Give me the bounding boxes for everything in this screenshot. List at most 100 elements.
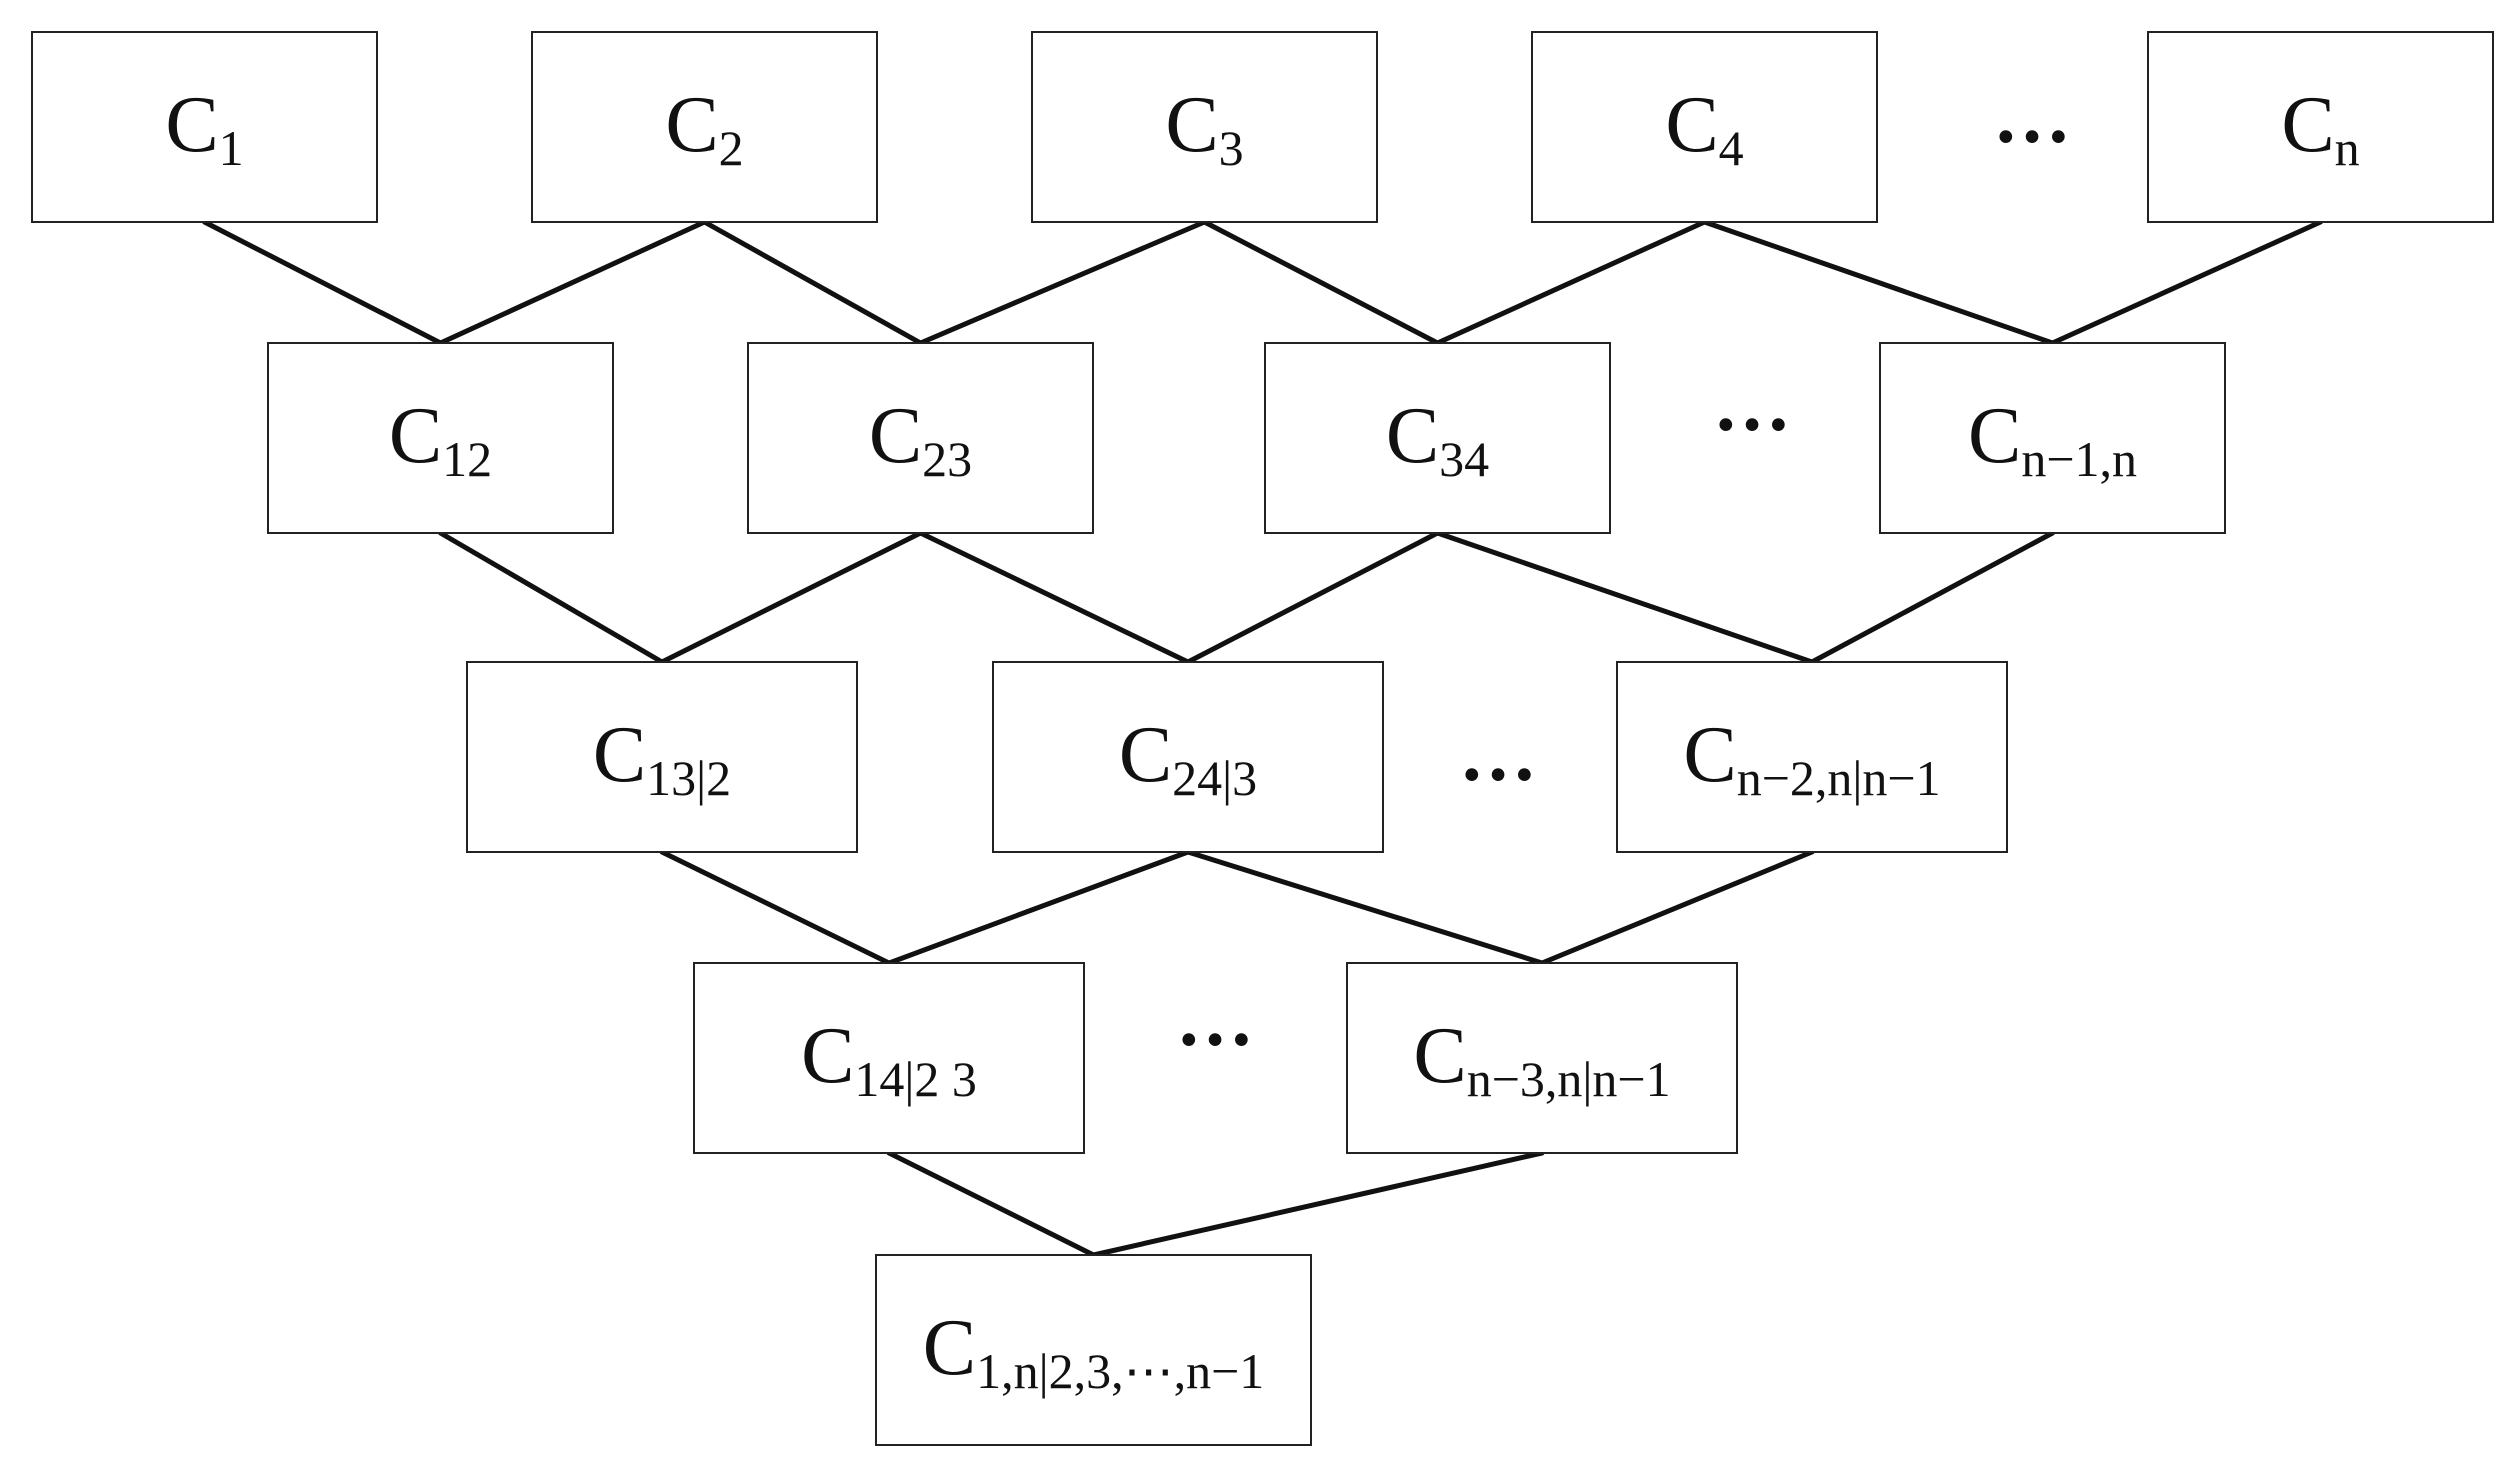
edge-nn2n-nn3n xyxy=(1539,849,1815,966)
node-label-subscript: 23 xyxy=(922,431,972,487)
node-nn1n: Cn−1,n xyxy=(1879,342,2226,534)
node-label-main: C xyxy=(869,392,922,480)
node-box xyxy=(1616,661,2008,853)
ellipsis-level-4: … xyxy=(1176,975,1254,1062)
node-label-subscript: n−2,n|n−1 xyxy=(1737,750,1941,806)
node-box xyxy=(2147,31,2494,223)
node-label: C24|3 xyxy=(1119,711,1257,806)
node-nn: Cn xyxy=(2147,31,2494,223)
node-n14_23: C14|2 3 xyxy=(693,962,1085,1154)
ellipsis-layer: ………… xyxy=(1176,72,2071,1062)
node-box xyxy=(992,661,1384,853)
node-label-subscript: 13|2 xyxy=(646,750,731,806)
edge-n3-n23 xyxy=(918,219,1207,346)
edge-n4-nn1n xyxy=(1702,219,2055,346)
node-n23: C23 xyxy=(747,342,1094,534)
edge-n34-nn2n xyxy=(1435,530,1815,665)
node-label-main: C xyxy=(665,81,718,169)
edge-n13_2-n14_23 xyxy=(659,849,892,966)
edge-n2-n23 xyxy=(702,219,923,346)
node-label-main: C xyxy=(389,392,442,480)
node-box xyxy=(1264,342,1611,534)
node-label-subscript: 1 xyxy=(219,120,244,176)
node-label-subscript: 14|2 3 xyxy=(854,1051,977,1107)
node-n2: C2 xyxy=(531,31,878,223)
edge-nn3n-n1n xyxy=(1091,1150,1545,1258)
node-label-subscript: 1,n|2,3,⋯,n−1 xyxy=(976,1343,1264,1399)
node-n24_3: C24|3 xyxy=(992,661,1384,853)
node-n1n: C1,n|2,3,⋯,n−1 xyxy=(875,1254,1312,1446)
node-label-main: C xyxy=(1165,81,1218,169)
node-label-subscript: 24|3 xyxy=(1172,750,1257,806)
node-label: C2 xyxy=(665,81,743,176)
edges-layer xyxy=(202,219,2323,1258)
node-box xyxy=(466,661,858,853)
edge-n14_23-n1n xyxy=(886,1150,1096,1258)
node-label-main: C xyxy=(1413,1012,1466,1100)
node-label: C1,n|2,3,⋯,n−1 xyxy=(923,1304,1265,1399)
node-label-subscript: n xyxy=(2335,120,2360,176)
node-label-subscript: 34 xyxy=(1439,431,1489,487)
edge-n23-n24_3 xyxy=(918,530,1191,665)
node-label-main: C xyxy=(593,711,646,799)
node-label-main: C xyxy=(1665,81,1718,169)
node-label: C23 xyxy=(869,392,972,487)
node-n1: C1 xyxy=(31,31,378,223)
node-nn2n: Cn−2,n|n−1 xyxy=(1616,661,2008,853)
edge-n24_3-n14_23 xyxy=(886,849,1191,966)
node-label-subscript: 12 xyxy=(442,431,492,487)
edge-n3-n34 xyxy=(1202,219,1440,346)
node-label-subscript: 2 xyxy=(719,120,744,176)
node-label: Cn−3,n|n−1 xyxy=(1413,1012,1670,1107)
edge-n24_3-nn3n xyxy=(1185,849,1545,966)
node-box xyxy=(1346,962,1738,1154)
node-n12: C12 xyxy=(267,342,614,534)
node-box xyxy=(1879,342,2226,534)
node-box xyxy=(875,1254,1312,1446)
edge-n12-n13_2 xyxy=(438,530,665,665)
edge-n4-n34 xyxy=(1435,219,1707,346)
node-label: C13|2 xyxy=(593,711,731,806)
node-box xyxy=(1531,31,1878,223)
node-nn3n: Cn−3,n|n−1 xyxy=(1346,962,1738,1154)
node-label-main: C xyxy=(923,1304,976,1392)
node-label-main: C xyxy=(1683,711,1736,799)
edge-n2-n12 xyxy=(438,219,707,346)
node-label: C12 xyxy=(389,392,492,487)
node-label-subscript: 3 xyxy=(1219,120,1244,176)
node-label-main: C xyxy=(1968,392,2021,480)
node-label: Cn xyxy=(2281,81,2359,176)
edge-n1-n12 xyxy=(202,219,443,346)
node-box xyxy=(531,31,878,223)
node-box xyxy=(693,962,1085,1154)
node-label: Cn−1,n xyxy=(1968,392,2137,487)
ellipsis-level-1: … xyxy=(1993,72,2071,159)
node-label-main: C xyxy=(165,81,218,169)
node-box xyxy=(1031,31,1378,223)
edge-nn-nn1n xyxy=(2050,219,2323,346)
edge-n23-n13_2 xyxy=(659,530,923,665)
node-n3: C3 xyxy=(1031,31,1378,223)
node-box xyxy=(31,31,378,223)
node-label: C1 xyxy=(165,81,243,176)
node-label-main: C xyxy=(1386,392,1439,480)
node-box xyxy=(267,342,614,534)
node-n4: C4 xyxy=(1531,31,1878,223)
node-box xyxy=(747,342,1094,534)
node-n13_2: C13|2 xyxy=(466,661,858,853)
node-label-main: C xyxy=(1119,711,1172,799)
node-label-subscript: n−1,n xyxy=(2021,431,2137,487)
node-label-subscript: 4 xyxy=(1719,120,1744,176)
node-label-subscript: n−3,n|n−1 xyxy=(1467,1051,1671,1107)
node-label: C34 xyxy=(1386,392,1489,487)
node-label: C14|2 3 xyxy=(801,1012,977,1107)
node-label: Cn−2,n|n−1 xyxy=(1683,711,1940,806)
node-label-main: C xyxy=(801,1012,854,1100)
ellipsis-level-2: … xyxy=(1713,360,1791,447)
edge-n34-n24_3 xyxy=(1185,530,1440,665)
node-label: C3 xyxy=(1165,81,1243,176)
node-n34: C34 xyxy=(1264,342,1611,534)
node-label: C4 xyxy=(1665,81,1743,176)
node-label-main: C xyxy=(2281,81,2334,169)
